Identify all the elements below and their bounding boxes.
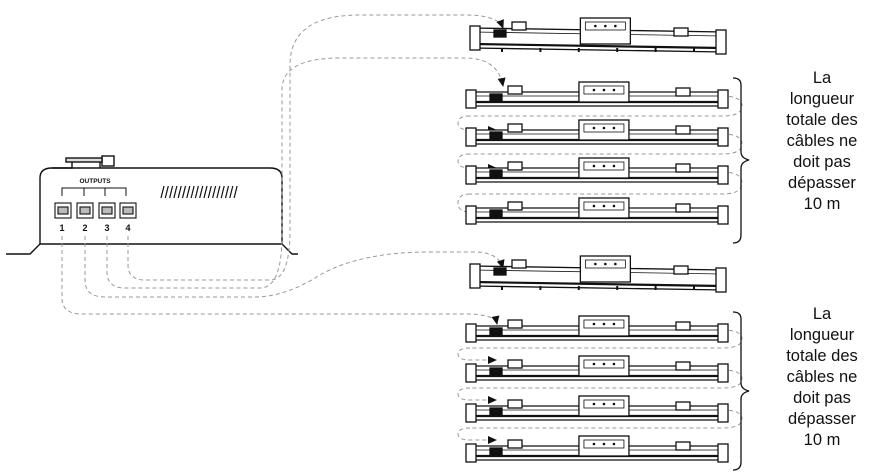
output-port-2 (77, 203, 93, 218)
port-number-4: 4 (125, 223, 130, 233)
fixture-group-a-4 (466, 198, 728, 224)
controller-unit (6, 156, 298, 254)
cable-length-note-top: La longueur totale des câbles ne doit pa… (763, 68, 881, 215)
port-number-2: 2 (82, 223, 87, 233)
fixture-group-b-3 (466, 396, 728, 422)
cable-output-3 (107, 58, 503, 288)
port-number-3: 3 (104, 223, 109, 233)
output-port-4 (120, 203, 136, 218)
group-bracket-top (733, 78, 749, 243)
outputs-bracket (62, 188, 126, 196)
cable-output-1 (62, 236, 497, 324)
fixture-group-a-2 (466, 120, 728, 146)
output-cables (62, 15, 503, 324)
ventilation-grille (161, 186, 237, 198)
fixture-group-b-1 (466, 316, 728, 342)
fixture-group-a-1 (466, 82, 728, 108)
fixture-group-a-3 (466, 158, 728, 184)
fixture-group-b-4 (466, 436, 728, 462)
output-port-3 (99, 203, 115, 218)
fixture-group-b-2 (466, 356, 728, 382)
port-number-1: 1 (59, 223, 64, 233)
cable-output-4 (128, 15, 503, 280)
cable-length-note-bottom: La longueur totale des câbles ne doit pa… (763, 304, 881, 451)
fixtures (466, 18, 728, 462)
outputs-label: OUTPUTS (79, 178, 111, 185)
fixture-output-2 (470, 256, 726, 292)
fixture-output-4 (470, 18, 726, 54)
output-port-1 (55, 203, 71, 218)
group-bracket-bottom (733, 312, 749, 470)
